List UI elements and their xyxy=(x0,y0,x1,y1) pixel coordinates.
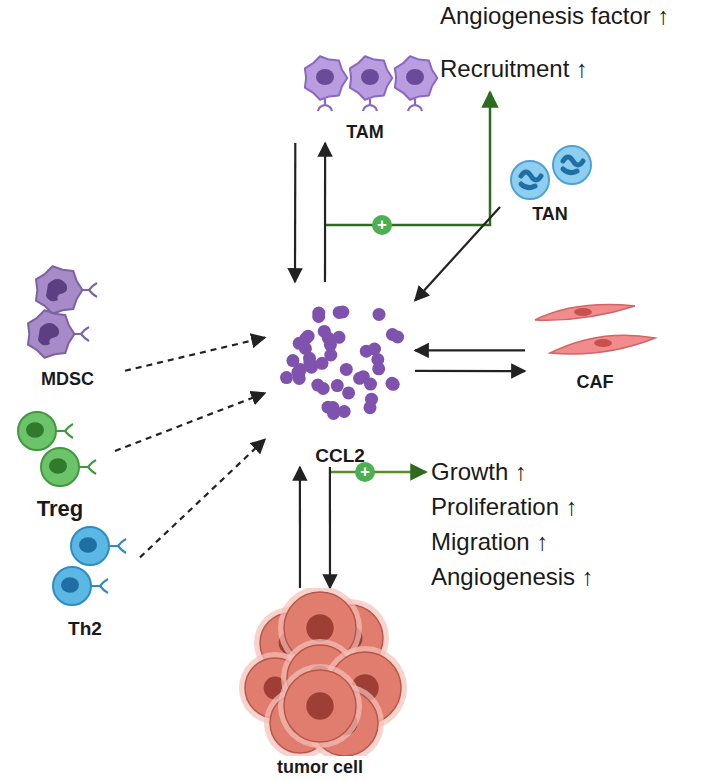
tam-effect-line xyxy=(325,92,490,225)
effect-text: Recruitment ↑ xyxy=(440,55,588,83)
solid-arrow xyxy=(415,349,525,351)
tumor-effect-line xyxy=(331,471,426,474)
solid-arrow xyxy=(299,467,301,588)
dashed-arrow xyxy=(140,439,265,557)
cell-label: TAM xyxy=(344,121,386,143)
mdsc-group: MDSC xyxy=(10,262,125,390)
cell-icon xyxy=(220,588,420,778)
solid-arrow xyxy=(415,207,500,301)
treg-group: Treg xyxy=(5,405,115,520)
solid-arrow xyxy=(415,370,525,373)
plus-sign: + xyxy=(372,215,392,235)
cell-label: TAN xyxy=(530,203,570,225)
dashed-arrow xyxy=(125,338,265,371)
chemokine-cluster: CCL2 xyxy=(265,282,415,467)
fibroblast-group: CAF xyxy=(525,298,665,393)
effect-text: Angiogenesis ↑ xyxy=(431,563,594,591)
cell-label: CAF xyxy=(575,371,616,393)
cell-icon xyxy=(265,282,415,467)
solid-arrow xyxy=(294,143,296,282)
macrophage-group: TAM xyxy=(280,48,450,143)
dashed-arrow xyxy=(115,393,265,451)
solid-arrow xyxy=(324,143,326,282)
cell-label: tumor cell xyxy=(275,756,365,778)
effect-text: Migration ↑ xyxy=(431,528,548,556)
effect-text: Proliferation ↑ xyxy=(431,493,578,521)
effect-text: Growth ↑ xyxy=(431,458,527,486)
cell-label: Treg xyxy=(35,498,85,520)
solid-arrow xyxy=(329,467,331,588)
tumor-cluster: tumor cell xyxy=(220,588,420,778)
plus-sign: + xyxy=(355,462,375,482)
neutrophil-group: TAN xyxy=(500,135,600,225)
th2-group: Th2 xyxy=(30,522,140,640)
cell-label: Th2 xyxy=(66,618,104,640)
cell-label: MDSC xyxy=(39,368,96,390)
effect-text: Angiogenesis factor ↑ xyxy=(440,2,669,30)
